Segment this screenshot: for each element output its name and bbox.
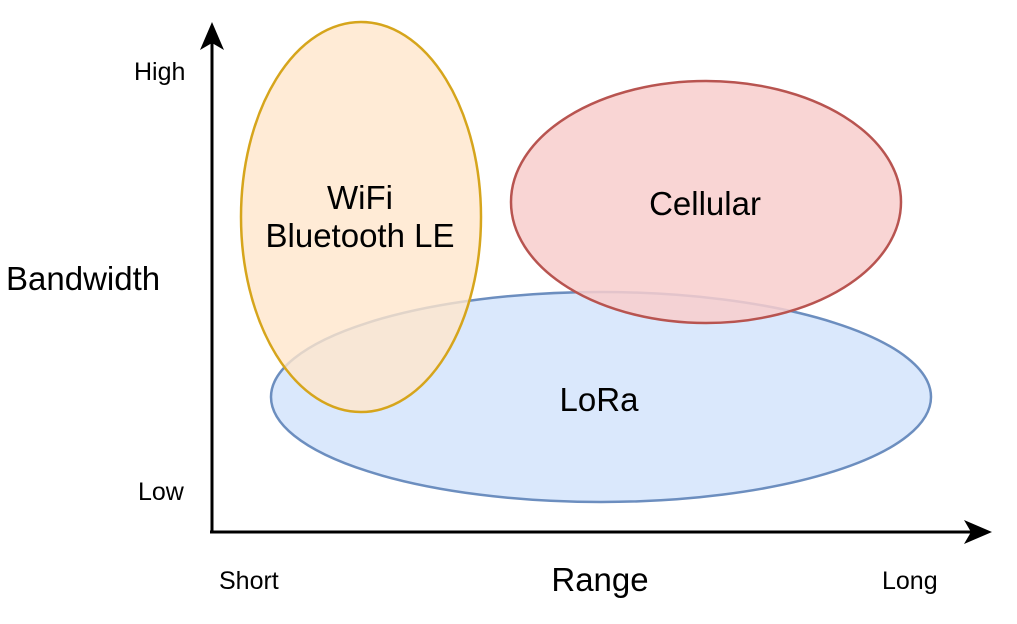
y-axis-title: Bandwidth	[6, 260, 161, 297]
x-axis-arrow	[964, 520, 992, 544]
x-axis-short-label: Short	[219, 567, 279, 595]
x-axis-long-label: Long	[882, 567, 938, 595]
wifi-bluetooth-label: WiFi Bluetooth LE	[266, 179, 455, 255]
x-axis-title: Range	[551, 561, 649, 598]
cellular-region	[509, 79, 903, 325]
lora-label: LoRa	[559, 381, 639, 418]
y-axis-arrow	[200, 22, 224, 50]
y-axis-high-label: High	[134, 58, 186, 86]
bluetooth-le-label: Bluetooth LE	[265, 217, 455, 254]
cellular-label: Cellular	[649, 185, 761, 222]
y-axis-low-label: Low	[138, 478, 184, 506]
wifi-label: WiFi	[327, 179, 393, 216]
wifi-bluetooth-region	[239, 20, 483, 414]
